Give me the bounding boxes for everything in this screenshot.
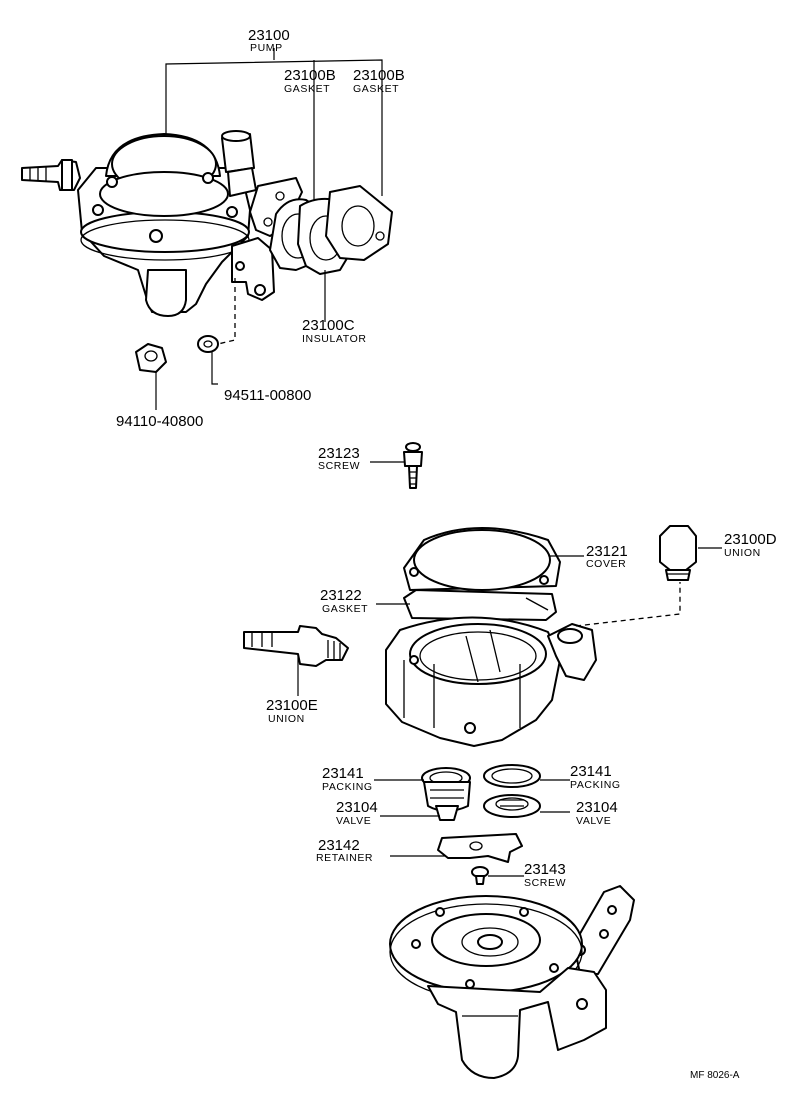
gasket-cover-part-number: 23122 <box>320 587 362 604</box>
union-e-part-number: 23100E <box>266 697 318 714</box>
figure-code: MF 8026-A <box>690 1070 740 1081</box>
labels: 23100 PUMP 23100B GASKET 23100B GASKET 2… <box>116 27 777 1081</box>
upper-body-illustration <box>385 527 681 747</box>
gasket-b1-part-number: 23100B <box>284 67 336 84</box>
packing-right-part-number: 23141 <box>570 763 612 780</box>
union-23100d-illustration <box>659 525 722 581</box>
union-d-part-name: UNION <box>724 547 761 559</box>
valve-left-part-name: VALVE <box>336 815 371 827</box>
valve-right-part-number: 23104 <box>576 799 618 816</box>
gasket-b1-part-name: GASKET <box>284 83 330 95</box>
valve-left-part-number: 23104 <box>336 799 378 816</box>
valve-right-part-name: VALVE <box>576 815 611 827</box>
insulator-part-name: INSULATOR <box>302 333 367 345</box>
gasket-b2-part-number: 23100B <box>353 67 405 84</box>
screw-top-part-name: SCREW <box>318 460 360 472</box>
valve-leader-lines <box>374 779 570 877</box>
cover-part-number: 23121 <box>586 543 628 560</box>
union-23100e-illustration <box>243 625 349 696</box>
union-e-part-name: UNION <box>268 713 305 725</box>
cover-part-name: COVER <box>586 558 626 570</box>
screw-bottom-part-number: 23143 <box>524 861 566 878</box>
nut-part-number: 94110-40800 <box>116 413 203 430</box>
screw-top-part-number: 23123 <box>318 445 360 462</box>
screw-bottom-part-name: SCREW <box>524 877 566 889</box>
gasket-insulator-illustration <box>249 177 393 275</box>
insulator-part-number: 23100C <box>302 317 355 334</box>
packing-left-part-name: PACKING <box>322 781 373 793</box>
washer-part-number: 94511-00800 <box>224 387 311 404</box>
retainer-part-number: 23142 <box>318 837 360 854</box>
gasket-cover-part-name: GASKET <box>322 603 368 615</box>
pump-assembly-illustration <box>21 130 275 317</box>
union-d-part-number: 23100D <box>724 531 777 548</box>
nut-washer-illustration <box>135 278 236 373</box>
lower-body-illustration <box>389 885 635 1079</box>
top-leader-lines <box>155 48 383 410</box>
packing-right-part-name: PACKING <box>570 779 621 791</box>
valve-packing-illustration <box>421 764 541 885</box>
retainer-part-name: RETAINER <box>316 852 373 864</box>
packing-left-part-number: 23141 <box>322 765 364 782</box>
gasket-b2-part-name: GASKET <box>353 83 399 95</box>
pump-part-number: 23100 <box>248 27 290 44</box>
middle-leader-lines <box>376 555 584 605</box>
pump-part-name: PUMP <box>250 42 283 54</box>
screw-23123-illustration <box>370 442 423 489</box>
